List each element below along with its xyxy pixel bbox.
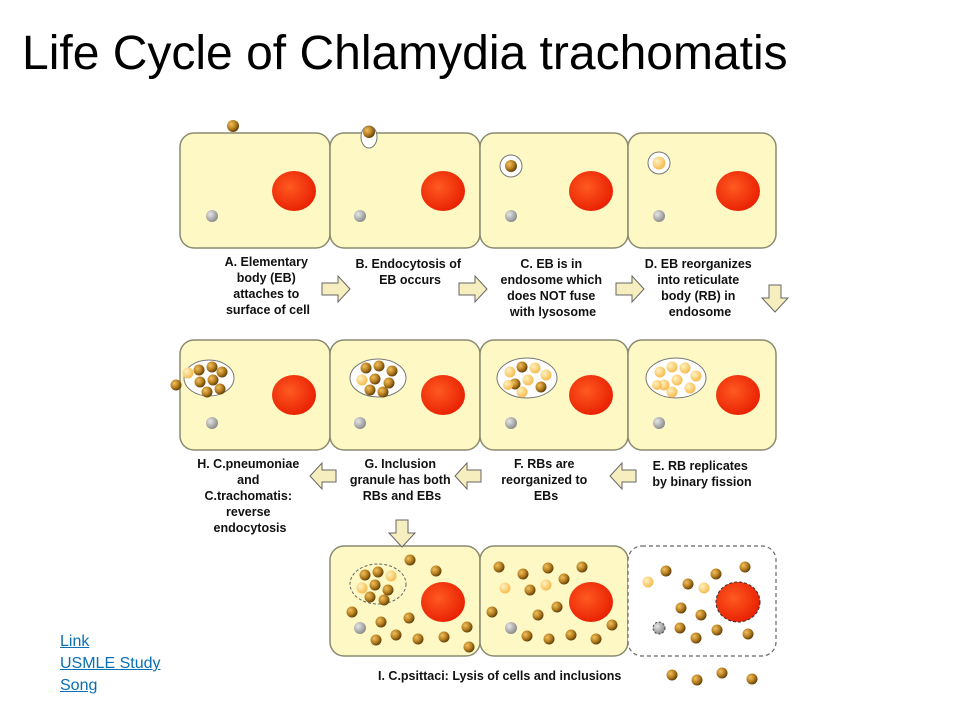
inclusion-bodies	[356, 360, 398, 398]
elementary-body	[363, 126, 375, 138]
granule	[354, 210, 366, 222]
arrows	[309, 274, 790, 548]
cell-c	[479, 132, 629, 249]
nucleus	[569, 171, 613, 211]
nucleus	[421, 171, 465, 211]
cell-e	[627, 339, 777, 451]
arrow-b-to-c	[458, 274, 488, 304]
nucleus	[421, 582, 465, 622]
inclusion-bodies	[182, 361, 228, 398]
released-bodies	[666, 667, 758, 686]
free-bodies	[346, 554, 475, 653]
released-eb	[170, 379, 182, 391]
cell-h	[170, 339, 331, 451]
cell-g	[329, 339, 481, 451]
cell-a	[179, 120, 331, 249]
inclusion-bodies	[503, 361, 552, 398]
cell-i1	[329, 545, 481, 657]
granule	[505, 417, 517, 429]
step-e-label: E. RB replicates by binary fission	[652, 459, 751, 489]
step-b-label: B. Endocytosis of EB occurs	[355, 257, 464, 287]
granule	[354, 622, 366, 634]
granule	[354, 417, 366, 429]
granule	[505, 210, 517, 222]
nucleus	[569, 375, 613, 415]
elementary-body	[227, 120, 239, 132]
granule	[653, 210, 665, 222]
arrow-d-to-e	[760, 284, 790, 313]
step-h-label: H. C.pneumoniae and C.trachomatis: rever…	[197, 457, 303, 535]
granule	[653, 417, 665, 429]
arrow-f-to-g	[454, 461, 482, 491]
cell-i3-lysed	[627, 545, 777, 657]
nucleus	[716, 171, 760, 211]
nucleus	[272, 375, 316, 415]
link-usmle-study[interactable]: USMLE Study	[60, 655, 161, 672]
granule	[206, 210, 218, 222]
link-link[interactable]: Link	[60, 633, 90, 650]
arrow-a-to-b	[321, 274, 351, 304]
reticulate-body	[652, 156, 666, 170]
granule	[206, 417, 218, 429]
granule	[505, 622, 517, 634]
nucleus	[716, 375, 760, 415]
cell-d	[627, 132, 777, 249]
inclusion-bodies	[356, 566, 397, 606]
page-title: Life Cycle of Chlamydia trachomatis	[22, 27, 788, 80]
granule	[652, 621, 666, 635]
step-f-label: F. RBs are reorganized to EBs	[501, 457, 591, 503]
nucleus	[272, 171, 316, 211]
nucleus	[715, 581, 761, 623]
inclusion-bodies	[652, 361, 702, 398]
free-bodies	[486, 561, 618, 645]
link-song[interactable]: Song	[60, 677, 98, 694]
cell-b	[329, 125, 481, 249]
arrow-g-to-h	[309, 461, 337, 491]
cell-f	[479, 339, 629, 451]
step-d-label: D. EB reorganizes into reticulate body (…	[645, 257, 755, 319]
step-g-label: G. Inclusion granule has both RBs and EB…	[350, 457, 454, 503]
free-bodies	[642, 561, 754, 644]
ruptured-inclusion	[349, 563, 407, 605]
nucleus	[421, 375, 465, 415]
step-c-label: C. EB is in endosome which does NOT fuse…	[501, 257, 606, 319]
arrow-g-to-i	[387, 519, 417, 548]
elementary-body	[505, 160, 517, 172]
nucleus	[569, 582, 613, 622]
link-list: Link USMLE Study Song	[60, 631, 160, 697]
step-a-label: A. Elementary body (EB) attaches to surf…	[225, 255, 312, 317]
step-i-label: I. C.psittaci: Lysis of cells and inclus…	[378, 669, 621, 683]
arrow-e-to-f	[609, 461, 637, 491]
cell-i2	[479, 545, 629, 657]
arrow-c-to-d	[615, 274, 645, 304]
